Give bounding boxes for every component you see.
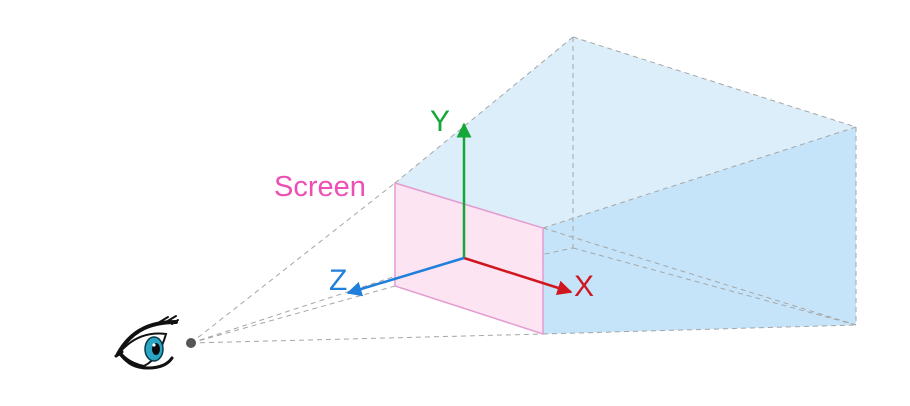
eye-point xyxy=(186,338,196,348)
y-axis-label: Y xyxy=(430,105,450,138)
coordinate-axes xyxy=(346,122,573,297)
eye-icon xyxy=(114,315,179,370)
z-axis-label: Z xyxy=(329,264,347,297)
frustum-top-face xyxy=(395,37,856,228)
x-axis-label: X xyxy=(574,270,594,303)
z-axis-arrow xyxy=(346,256,465,297)
frustum-volume xyxy=(395,37,856,334)
screen-label: Screen xyxy=(274,171,366,203)
x-axis-arrow xyxy=(463,256,573,296)
frustum-side-face xyxy=(543,127,856,334)
